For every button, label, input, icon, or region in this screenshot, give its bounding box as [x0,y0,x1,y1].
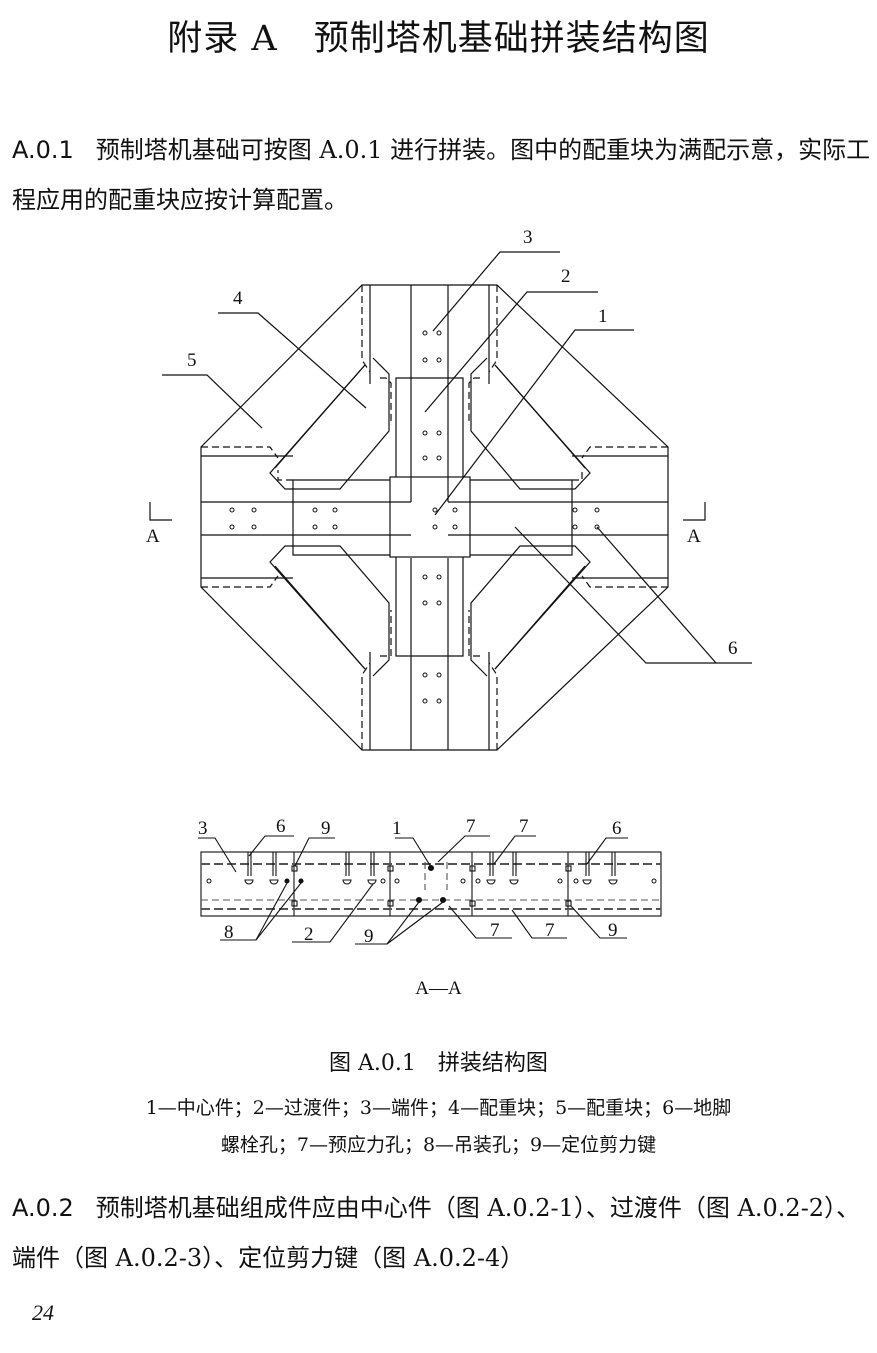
plan-label-4: 4 [233,288,243,309]
plan-view-diagram: 3 2 1 4 5 6 A A [146,227,752,751]
section-marker-right: A [687,526,701,547]
sec-label-2: 2 [304,924,314,945]
sec-label-6b: 6 [612,818,622,839]
sec-label-3: 3 [198,818,208,839]
bolt-holes [229,330,600,704]
sec-label-7d: 7 [545,920,555,941]
plan-label-1: 1 [598,306,608,327]
sec-label-7c: 7 [490,920,500,941]
appendix-label: 附录 A [167,19,278,59]
sec-label-7a: 7 [466,816,476,837]
section-title: A—A [415,978,462,999]
section-view-diagram: 3 6 9 1 7 7 6 8 2 9 7 7 9 [198,816,662,947]
anchor-bolt-slots [244,852,618,885]
sec-label-1: 1 [392,818,402,839]
sec-label-7b: 7 [519,816,529,837]
plan-label-2: 2 [561,266,571,287]
sec-label-9c: 9 [608,920,618,941]
section-number: A.0.1 [12,136,74,164]
figure-number: 图 A.0.1 [329,1051,416,1076]
plan-label-3: 3 [523,227,533,248]
section-text: 预制塔机基础组成件应由中心件（图 A.0.2-1）、过渡件（图 A.0.2-2）… [12,1194,861,1272]
section-text: 预制塔机基础可按图 A.0.1 进行拼装。图中的配重块为满配示意，实际工程应用的… [12,136,871,214]
plan-label-5: 5 [187,350,197,371]
plan-label-6: 6 [728,638,738,659]
page-title: 附录 A 预制塔机基础拼装结构图 [0,10,877,61]
section-marker-left: A [146,526,160,547]
sec-label-9b: 9 [364,926,374,947]
page-number: 24 [32,1300,54,1325]
appendix-title: 预制塔机基础拼装结构图 [313,19,710,59]
sec-label-6: 6 [276,816,286,837]
figure-caption: 图 A.0.1 拼装结构图 [0,1045,877,1077]
section-number: A.0.2 [12,1194,74,1222]
sec-label-9: 9 [321,818,331,839]
figure-legend-line-1: 1—中心件；2—过渡件；3—端件；4—配重块；5—配重块；6—地脚 [145,1097,732,1119]
sec-label-8: 8 [224,922,234,943]
figure-caption-text: 拼装结构图 [437,1051,548,1076]
figure-legend-line-2: 螺栓孔；7—预应力孔；8—吊装孔；9—定位剪力键 [220,1134,657,1156]
